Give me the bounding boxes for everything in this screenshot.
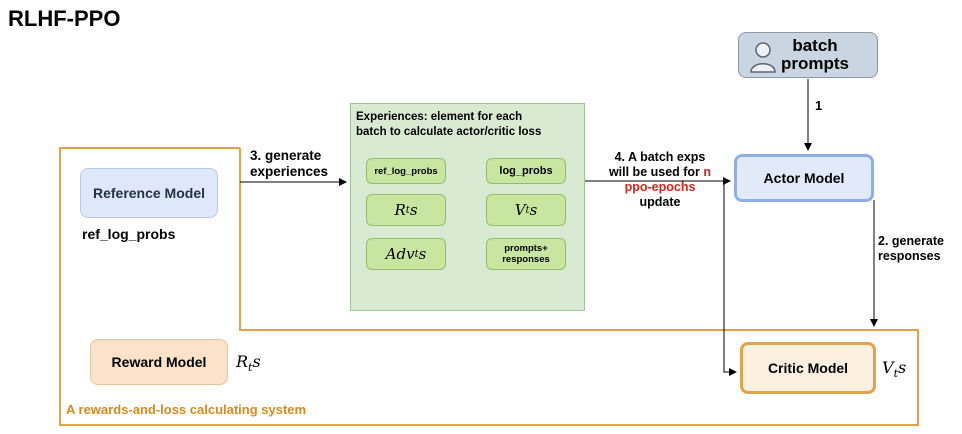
critic-model-node: Critic Model	[740, 342, 876, 394]
ref-log-probs-label: ref_log_probs	[82, 226, 176, 242]
system-outline-top	[59, 147, 919, 426]
exp-advts-sub: t	[414, 248, 419, 260]
batch-exps-n: n	[703, 165, 712, 179]
generate-experiences-label: 3. generate experiences	[250, 148, 328, 180]
generate-experiences-line1: 3. generate	[250, 148, 322, 163]
batch-prompts-line1: batch	[792, 36, 838, 55]
generate-responses-label: 2. generate responses	[878, 234, 944, 264]
exp-rts-tail: s	[409, 201, 418, 219]
batch-prompts-text: batch prompts	[781, 37, 849, 73]
batch-exps-label: 4. A batch exps will be used for n ppo-e…	[590, 150, 730, 210]
arrow-to-critic	[723, 181, 737, 376]
exp-advts-base: Adv	[385, 245, 415, 263]
batch-prompts-node: batch prompts	[738, 32, 878, 78]
generate-responses-line1: 2. generate	[878, 234, 945, 248]
critic-vts-tail: s	[897, 358, 907, 377]
critic-vts-base: V	[882, 358, 894, 377]
reward-rts-sub: t	[248, 361, 253, 375]
exp-log-probs: log_probs	[486, 158, 566, 184]
experiences-title: Experiences: element for each batch to c…	[356, 110, 584, 140]
reward-model-node: Reward Model	[90, 339, 228, 385]
exp-ref-log-probs: ref_log_probs	[366, 158, 446, 184]
reward-rts-label: Rts	[236, 352, 261, 374]
user-icon	[750, 42, 776, 73]
exp-vts-sub: t	[525, 204, 530, 216]
page-title: RLHF-PPO	[8, 6, 121, 31]
critic-vts-label: Vts	[882, 358, 906, 380]
step1-label: 1	[815, 98, 823, 113]
exp-rts-sub: t	[405, 204, 410, 216]
batch-prompts-line2: prompts	[781, 54, 849, 73]
exp-rts-base: R	[394, 201, 406, 219]
exp-vts-base: V	[514, 201, 526, 219]
experiences-title-line2: batch to calculate actor/critic loss	[356, 126, 542, 138]
exp-prompts-responses: prompts+ responses	[486, 238, 566, 270]
reward-rts-base: R	[236, 352, 249, 371]
system-label: A rewards-and-loss calculating system	[66, 402, 307, 417]
batch-exps-line2: will be used for n	[590, 165, 730, 180]
reference-model-node: Reference Model	[80, 168, 218, 218]
experiences-title-line1: Experiences: element for each	[356, 111, 523, 123]
batch-exps-line1: 4. A batch exps	[614, 150, 706, 164]
generate-responses-line2: responses	[878, 249, 941, 263]
critic-vts-sub: t	[893, 367, 898, 381]
reward-rts-tail: s	[252, 352, 261, 371]
exp-vts-tail: s	[529, 201, 538, 219]
generate-experiences-line2: experiences	[250, 164, 329, 179]
exp-prompts-line2: responses	[502, 254, 550, 265]
actor-model-node: Actor Model	[734, 154, 874, 202]
batch-exps-line2-text: will be used for	[608, 165, 704, 179]
exp-advts-tail: s	[418, 245, 427, 263]
exp-prompts-line1: prompts+	[504, 243, 548, 254]
batch-exps-update: update	[639, 195, 681, 209]
batch-exps-ppo-epochs: ppo-epochs	[624, 180, 696, 194]
